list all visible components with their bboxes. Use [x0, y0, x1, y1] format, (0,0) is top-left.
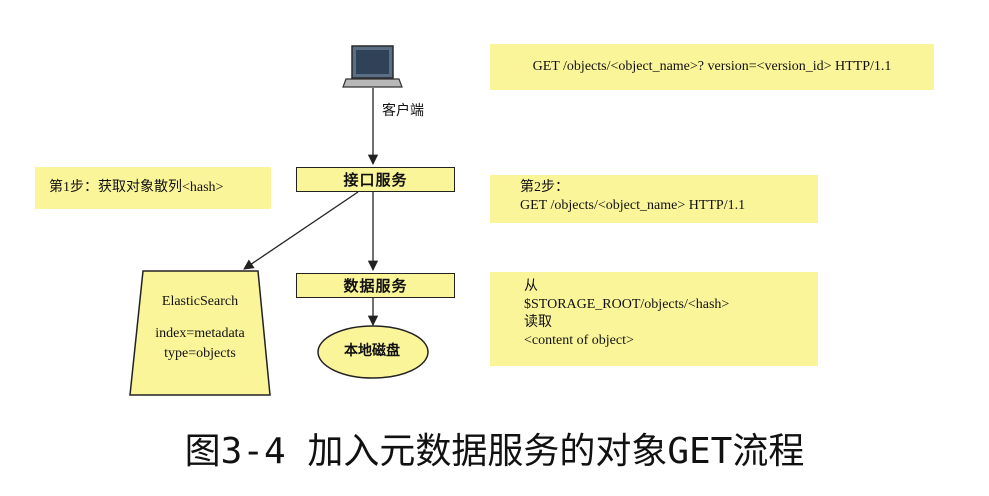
elasticsearch-text: ElasticSearch index=metadata type=object…: [130, 292, 270, 364]
read-note-line: 读取: [524, 315, 552, 330]
elasticsearch-index: index=metadata: [155, 326, 245, 341]
laptop-icon: [342, 45, 403, 88]
elasticsearch-type: type=objects: [164, 346, 236, 361]
interface-service-label: 接口服务: [343, 173, 408, 189]
arrow-interface-to-elasticsearch: [243, 191, 359, 270]
request-note: GET /objects/<object_name>? version=<ver…: [490, 44, 934, 90]
step1-note-text: 第1步：获取对象散列<hash>: [49, 180, 224, 195]
step2-note-line: 第2步：: [520, 180, 569, 195]
data-service-label: 数据服务: [343, 279, 408, 295]
client-label: 客户端: [382, 104, 424, 119]
step2-note-line: GET /objects/<object_name> HTTP/1.1: [520, 198, 746, 213]
step1-note: 第1步：获取对象散列<hash>: [35, 167, 271, 209]
read-note-line: $STORAGE_ROOT/objects/<hash>: [524, 297, 730, 312]
read-note-line: 从: [524, 279, 538, 294]
read-note: 从 $STORAGE_ROOT/objects/<hash> 读取 <conte…: [490, 272, 818, 366]
elasticsearch-title: ElasticSearch: [161, 294, 239, 309]
read-note-line: <content of object>: [524, 333, 634, 348]
elasticsearch-shape: [129, 270, 271, 396]
request-note-text: GET /objects/<object_name>? version=<ver…: [532, 59, 892, 74]
interface-service-box: 接口服务: [296, 167, 455, 192]
local-disk-shape: [317, 325, 429, 379]
data-service-box: 数据服务: [296, 273, 455, 298]
step2-note: 第2步： GET /objects/<object_name> HTTP/1.1: [490, 175, 818, 223]
figure-caption: 图3-4 加入元数据服务的对象GET流程: [184, 431, 805, 472]
local-disk-label: 本地磁盘: [344, 344, 400, 359]
